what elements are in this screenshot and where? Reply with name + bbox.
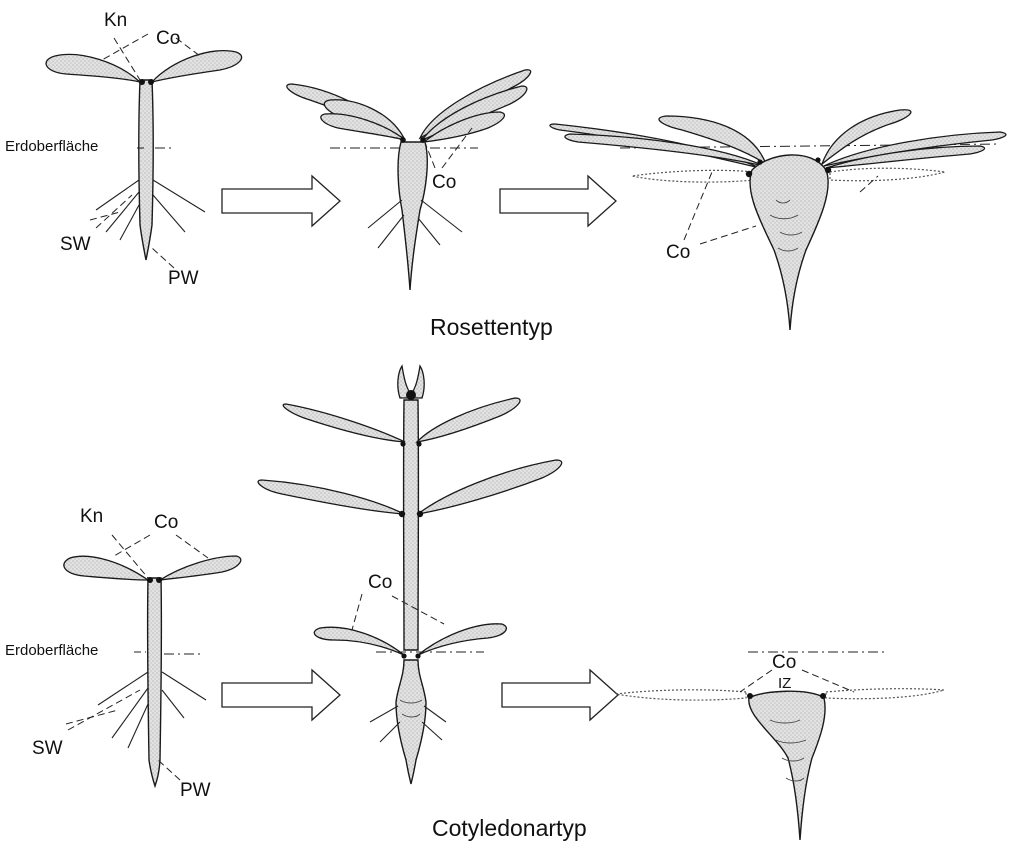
cotyledonar-seedling-axis xyxy=(148,578,162,786)
cotyledonar-seedling-kn-label: Kn xyxy=(80,506,103,527)
rosette-mid-taproot xyxy=(398,142,427,290)
cotyledonar-seedling-soil-label: Erdoberfläche xyxy=(5,642,98,659)
rosette-seedling-left-cotyledon xyxy=(46,54,140,82)
cotyledonar-mid-lateral-root xyxy=(380,722,400,742)
rosette-seedling-lateral-root xyxy=(106,192,139,232)
cotyledonar-seedling-co-leader xyxy=(176,535,208,558)
rosette-seedling-pw-label: PW xyxy=(168,268,199,289)
cotyledonar-final-iz-label: IZ xyxy=(778,675,791,692)
rosette-final-plant: Co xyxy=(550,110,1006,330)
cotyledonar-final-co-leader xyxy=(740,670,772,692)
rosette-final-node xyxy=(757,159,762,164)
cotyledonar-seedling-sw-leader xyxy=(66,710,118,724)
rosette-seedling-right-cotyledon xyxy=(152,51,242,82)
rosette-seedling: Kn Co Erdoberfläche SW PW xyxy=(5,10,242,289)
rosette-final-co-leader xyxy=(700,226,756,244)
cotyledonar-seedling-co-leader xyxy=(114,535,150,556)
rosette-final-old-cotyledon xyxy=(830,168,945,181)
cotyledonar-final-old-cotyledon xyxy=(616,690,746,700)
rosette-seedling-node-right xyxy=(148,79,154,85)
rosette-mid-plant: Co xyxy=(287,70,531,290)
cotyledonar-final-plant: Co IZ xyxy=(616,652,944,840)
cotyledonar-mid-leaf xyxy=(418,624,506,655)
rosette-final-node xyxy=(746,171,752,177)
cotyledonar-seedling-lateral-root xyxy=(162,690,184,718)
rosette-seedling-lateral-root xyxy=(120,205,139,240)
rosette-final-beet xyxy=(750,155,828,330)
rosette-seedling-co-leader xyxy=(102,34,148,60)
cotyledonar-seedling-sw-leader xyxy=(68,690,140,730)
rosette-caption: Rosettentyp xyxy=(430,314,553,340)
cotyledonar-seedling-lateral-root xyxy=(162,672,206,700)
cotyledonar-seedling-left-cotyledon xyxy=(64,556,148,580)
cotyledonar-mid-lateral-root xyxy=(422,722,442,740)
rosette-seedling-lateral-root xyxy=(96,180,139,210)
rosette-mid-lateral-root xyxy=(418,218,440,245)
rosette-seedling-kn-label: Kn xyxy=(104,10,127,31)
cotyledonar-mid-node xyxy=(401,653,406,658)
cotyledonar-seedling-co-label: Co xyxy=(154,512,178,533)
cotyledonar-seedling-pw-leader xyxy=(158,760,180,780)
cotyledonar-mid-co-label: Co xyxy=(368,572,392,593)
cotyledonar-seedling: Kn Co Erdoberfläche SW PW xyxy=(5,506,241,801)
rosette-seedling-lateral-root xyxy=(153,195,185,232)
cotyledonar-seedling-pw-label: PW xyxy=(180,780,211,801)
rosette-seedling-sw-leader xyxy=(90,212,120,220)
cotyledonar-final-node xyxy=(820,693,826,699)
cotyledonar-caption: Cotyledonartyp xyxy=(432,815,587,841)
cotyledonar-arrow-2 xyxy=(502,670,618,720)
rosette-seedling-pw-leader xyxy=(152,248,174,268)
rosette-seedling-lateral-root xyxy=(153,180,205,212)
cotyledonar-mid-stem xyxy=(404,400,419,650)
cotyledonar-mid-apex-bud xyxy=(406,390,416,400)
rosette-final-co-leader xyxy=(860,176,878,192)
cotyledonar-seedling-lateral-root xyxy=(98,672,148,705)
rosette-mid-lateral-root xyxy=(378,215,404,248)
cotyledonar-final-co-label: Co xyxy=(772,652,796,673)
rosette-mid-co-label: Co xyxy=(432,172,456,193)
rosette-seedling-co-label: Co xyxy=(156,28,180,49)
cotyledonar-seedling-right-cotyledon xyxy=(160,556,241,580)
cotyledonar-mid-node xyxy=(415,653,420,658)
cotyledonar-seedling-node-right xyxy=(156,577,162,583)
rosette-final-co-label: Co xyxy=(666,242,690,263)
cotyledonar-arrow-1 xyxy=(222,670,340,720)
rosette-seedling-sw-label: SW xyxy=(60,234,91,255)
rosette-seedling-axis xyxy=(139,80,153,260)
rosette-seedling-soil-label: Erdoberfläche xyxy=(5,138,98,155)
rosette-final-old-cotyledon xyxy=(632,170,755,182)
cotyledonar-final-beet xyxy=(749,691,825,840)
rosette-mid-node xyxy=(400,137,406,143)
cotyledonar-final-old-cotyledon xyxy=(826,689,944,699)
cotyledonar-mid-leaf xyxy=(418,460,562,514)
cotyledonar-final-co-leader xyxy=(802,670,854,692)
cotyledonar-mid-node xyxy=(416,441,421,446)
cotyledonar-mid-leaf xyxy=(314,627,404,655)
rosette-mid-lateral-root xyxy=(421,200,462,232)
cotyledonar-mid-node xyxy=(417,511,423,517)
cotyledonar-seedling-lateral-root xyxy=(128,704,148,748)
cotyledonar-mid-leaf xyxy=(258,480,404,514)
rosette-arrow-1 xyxy=(222,176,340,226)
cotyledonar-seedling-sw-label: SW xyxy=(32,738,63,759)
cotyledonar-mid-leaf xyxy=(417,398,520,442)
cotyledonar-mid-node xyxy=(399,511,405,517)
cotyledonar-final-node xyxy=(747,693,753,699)
rosette-arrow-2 xyxy=(500,176,616,226)
cotyledonar-mid-leaf xyxy=(283,404,405,442)
rosette-final-node xyxy=(815,157,820,162)
cotyledonar-mid-node xyxy=(400,441,405,446)
cotyledonar-mid-co-leader xyxy=(352,594,362,630)
cotyledonar-mid-taproot xyxy=(396,660,426,784)
cotyledonar-mid-lateral-root xyxy=(424,706,446,722)
cotyledonar-mid-lateral-root xyxy=(370,706,398,722)
cotyledonar-mid-plant: Co xyxy=(258,366,562,784)
rosette-final-node xyxy=(825,167,831,173)
